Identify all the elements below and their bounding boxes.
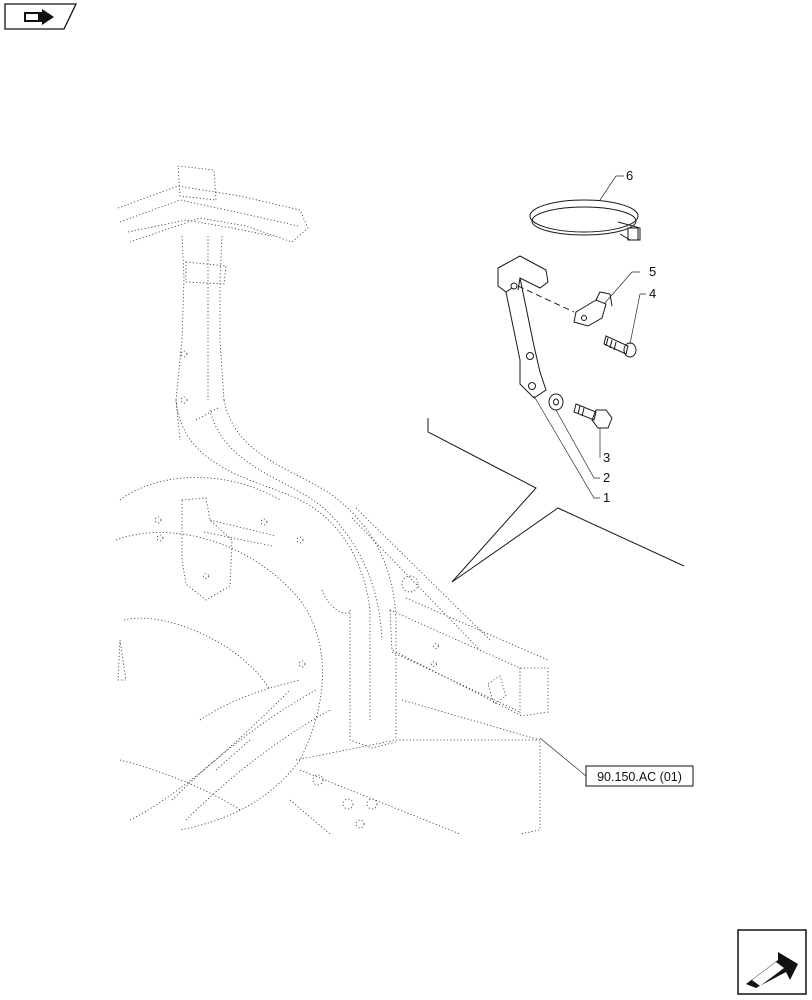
reference-link[interactable]: 90.150.AC (01) — [539, 737, 694, 787]
callout-1: 1 — [603, 490, 610, 505]
next-page-arrow-icon[interactable] — [737, 929, 807, 995]
callout-leaders — [533, 175, 646, 499]
navigation-badge-icon[interactable] — [4, 3, 78, 30]
reference-label: 90.150.AC (01) — [597, 770, 682, 784]
washer-part — [548, 393, 564, 411]
cable-tie-part — [529, 199, 641, 241]
clamp-part — [573, 291, 613, 327]
callout-2: 2 — [603, 470, 610, 485]
bolt-part — [573, 403, 613, 429]
assembly-line — [517, 285, 575, 313]
bracket-arm-part — [497, 255, 549, 399]
callout-3: 3 — [603, 450, 610, 465]
frame-leader-line — [427, 418, 685, 583]
callout-4: 4 — [649, 286, 656, 301]
callout-6: 6 — [626, 168, 633, 183]
chassis-frame-drawing — [115, 165, 549, 835]
callout-5: 5 — [649, 264, 656, 279]
